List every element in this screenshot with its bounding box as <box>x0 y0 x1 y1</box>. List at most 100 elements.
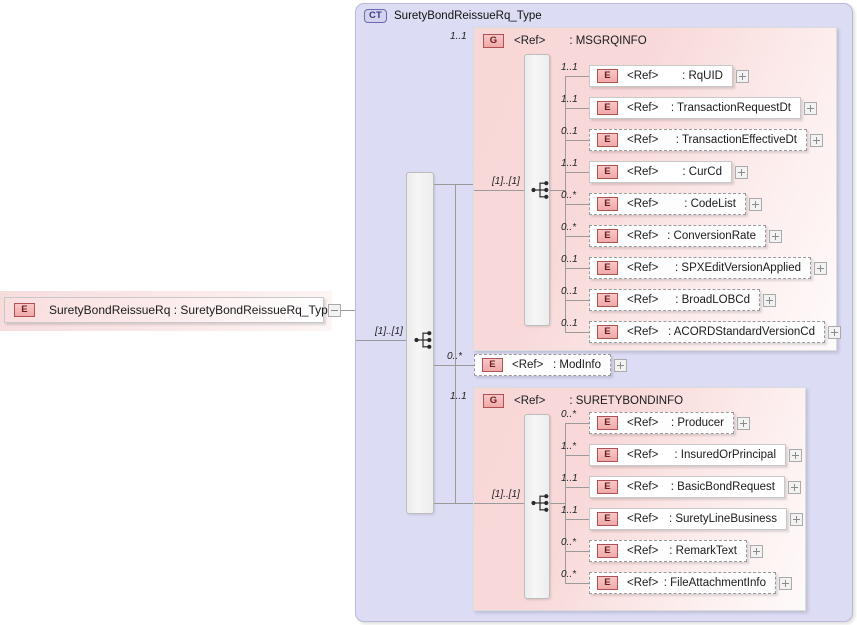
element-node-conversionrate[interactable]: E<Ref>: ConversionRate <box>589 225 766 247</box>
group-occurrence-suretybondinfo: 1..1 <box>450 391 467 402</box>
element-badge-icon: E <box>597 197 618 211</box>
element-node-acordstandardversioncd[interactable]: E<Ref>: ACORDStandardVersionCd <box>589 321 825 343</box>
child-connector-suretybondinfo-0 <box>565 423 589 424</box>
expand-toggle-msgrqinfo-5[interactable] <box>769 230 782 243</box>
expand-toggle-msgrqinfo-0[interactable] <box>736 70 749 83</box>
root-collapse-toggle[interactable] <box>328 304 341 317</box>
outer-sequence-occurrence: [1]..[1] <box>375 326 403 337</box>
child-connector-suretybondinfo-1 <box>565 455 589 456</box>
expand-toggle-msgrqinfo-6[interactable] <box>814 262 827 275</box>
sequence-to-children-suretybondinfo <box>550 503 565 504</box>
element-name-label: : BroadLOBCd <box>675 294 750 306</box>
element-node-rquid[interactable]: E<Ref>: RqUID <box>589 65 733 87</box>
element-node-basicbondrequest[interactable]: E<Ref>: BasicBondRequest <box>589 476 785 498</box>
inner-sequence-occurrence-suretybondinfo: [1]..[1] <box>492 489 520 500</box>
occurrence-label-modinfo: 0..* <box>447 351 463 362</box>
element-node-insuredorprincipal[interactable]: E<Ref>: InsuredOrPrincipal <box>589 444 786 466</box>
element-node-fileattachmentinfo[interactable]: E <Ref> : FileAttachmentInfo <box>589 572 776 594</box>
element-node-broadlobcd[interactable]: E<Ref>: BroadLOBCd <box>589 289 760 311</box>
element-name-label: : SuretyLineBusiness <box>668 513 777 525</box>
element-ref-label: <Ref> <box>627 577 659 589</box>
element-node-producer[interactable]: E<Ref>: Producer <box>589 412 734 434</box>
complex-type-badge-icon: CT <box>364 9 387 23</box>
child-trunk-suretybondinfo <box>565 423 566 583</box>
group-occurrence-msgrqinfo: 1..1 <box>450 31 467 42</box>
expand-toggle-suretybondinfo-1[interactable] <box>789 449 802 462</box>
element-node-transactioneffectivedt[interactable]: E<Ref>: TransactionEffectiveDt <box>589 129 807 151</box>
expand-toggle-suretybondinfo-5[interactable] <box>779 577 792 590</box>
element-name-label: : SPXEditVersionApplied <box>675 262 801 274</box>
occurrence-label-msgrqinfo-7: 0..1 <box>561 286 578 297</box>
element-name-label: : RemarkText <box>669 545 737 557</box>
element-node-remarktext[interactable]: E<Ref>: RemarkText <box>589 540 747 562</box>
occurrence-label-msgrqinfo-3: 1..1 <box>561 158 578 169</box>
expand-toggle-suretybondinfo-3[interactable] <box>790 513 803 526</box>
expand-toggle-msgrqinfo-3[interactable] <box>735 166 748 179</box>
inner-sequence-bar-suretybondinfo[interactable] <box>524 414 550 599</box>
element-node-spxeditversionapplied[interactable]: E<Ref>: SPXEditVersionApplied <box>589 257 811 279</box>
element-ref-label: <Ref> <box>627 262 659 274</box>
element-ref-label: <Ref> <box>627 102 659 114</box>
complex-type-title: SuretyBondReissueRq_Type <box>394 10 542 22</box>
element-badge-icon: E <box>597 576 618 590</box>
occurrence-label-suretybondinfo-5: 0..* <box>561 569 577 580</box>
element-ref-label: <Ref> <box>627 545 659 557</box>
expand-toggle-suretybondinfo-0[interactable] <box>737 417 750 430</box>
element-name-label: : CurCd <box>682 166 722 178</box>
branch-stub-suretybondinfo <box>455 503 474 504</box>
expand-toggle-msgrqinfo-2[interactable] <box>810 134 823 147</box>
expand-toggle-msgrqinfo-7[interactable] <box>763 294 776 307</box>
element-badge-icon: E <box>597 293 618 307</box>
element-name-label: : FileAttachmentInfo <box>663 577 766 589</box>
outer-sequence-bar[interactable] <box>406 172 434 514</box>
child-connector-msgrqinfo-3 <box>565 172 589 173</box>
occurrence-label-msgrqinfo-5: 0..* <box>561 222 577 233</box>
child-connector-suretybondinfo-2 <box>565 487 589 488</box>
child-connector-msgrqinfo-0 <box>565 76 589 77</box>
occurrence-label-msgrqinfo-4: 0..* <box>561 190 577 201</box>
root-to-type-connector <box>341 310 356 311</box>
occurrence-label-suretybondinfo-4: 0..* <box>561 537 577 548</box>
sequence-compositor-icon-suretybondinfo <box>531 492 551 514</box>
child-connector-msgrqinfo-4 <box>565 204 589 205</box>
child-connector-msgrqinfo-5 <box>565 236 589 237</box>
outer-sequence-trunk <box>455 184 456 503</box>
element-node-transactionrequestdt[interactable]: E<Ref>: TransactionRequestDt <box>589 97 801 119</box>
expand-toggle-suretybondinfo-4[interactable] <box>750 545 763 558</box>
complex-type-header: CT SuretyBondReissueRq_Type <box>364 9 542 23</box>
element-node-suretylinebusiness[interactable]: E<Ref>: SuretyLineBusiness <box>589 508 787 530</box>
root-element-label: SuretyBondReissueRq : SuretyBondReissueR… <box>49 303 335 317</box>
group-ref-label: <Ref> <box>514 35 546 47</box>
element-ref-label: <Ref> <box>627 198 659 210</box>
branch-line-modinfo <box>434 365 455 366</box>
expand-toggle-modinfo[interactable] <box>614 359 627 372</box>
child-connector-suretybondinfo-4 <box>565 551 589 552</box>
element-name-label: : ModInfo <box>553 359 601 371</box>
occurrence-label-suretybondinfo-0: 0..* <box>561 409 577 420</box>
element-ref-label: <Ref> <box>627 134 659 146</box>
element-ref-label: <Ref> <box>627 417 659 429</box>
occurrence-label-msgrqinfo-8: 0..1 <box>561 318 578 329</box>
branch-line-suretybondinfo <box>434 503 455 504</box>
sequence-compositor-icon-msgrqinfo <box>531 179 551 201</box>
child-connector-msgrqinfo-1 <box>565 108 589 109</box>
element-node-modinfo[interactable]: E<Ref>: ModInfo <box>474 354 611 376</box>
element-node-codelist[interactable]: E<Ref>: CodeList <box>589 193 746 215</box>
element-ref-label: <Ref> <box>627 513 659 525</box>
occurrence-label-suretybondinfo-2: 1..1 <box>561 473 578 484</box>
group-name-label: : SURETYBONDINFO <box>569 395 684 407</box>
expand-toggle-msgrqinfo-8[interactable] <box>828 326 841 339</box>
expand-toggle-suretybondinfo-2[interactable] <box>788 481 801 494</box>
element-name-label: : ACORDStandardVersionCd <box>667 326 815 338</box>
element-badge-icon: E <box>597 69 618 83</box>
expand-toggle-msgrqinfo-4[interactable] <box>749 198 762 211</box>
element-ref-label: <Ref> <box>627 449 659 461</box>
element-badge-icon: E <box>597 325 618 339</box>
child-connector-suretybondinfo-3 <box>565 519 589 520</box>
branch-line-msgrqinfo <box>434 184 455 185</box>
element-node-curcd[interactable]: E<Ref>: CurCd <box>589 161 732 183</box>
element-ref-label: <Ref> <box>627 166 659 178</box>
expand-toggle-msgrqinfo-1[interactable] <box>804 102 817 115</box>
occurrence-label-msgrqinfo-1: 1..1 <box>561 94 578 105</box>
